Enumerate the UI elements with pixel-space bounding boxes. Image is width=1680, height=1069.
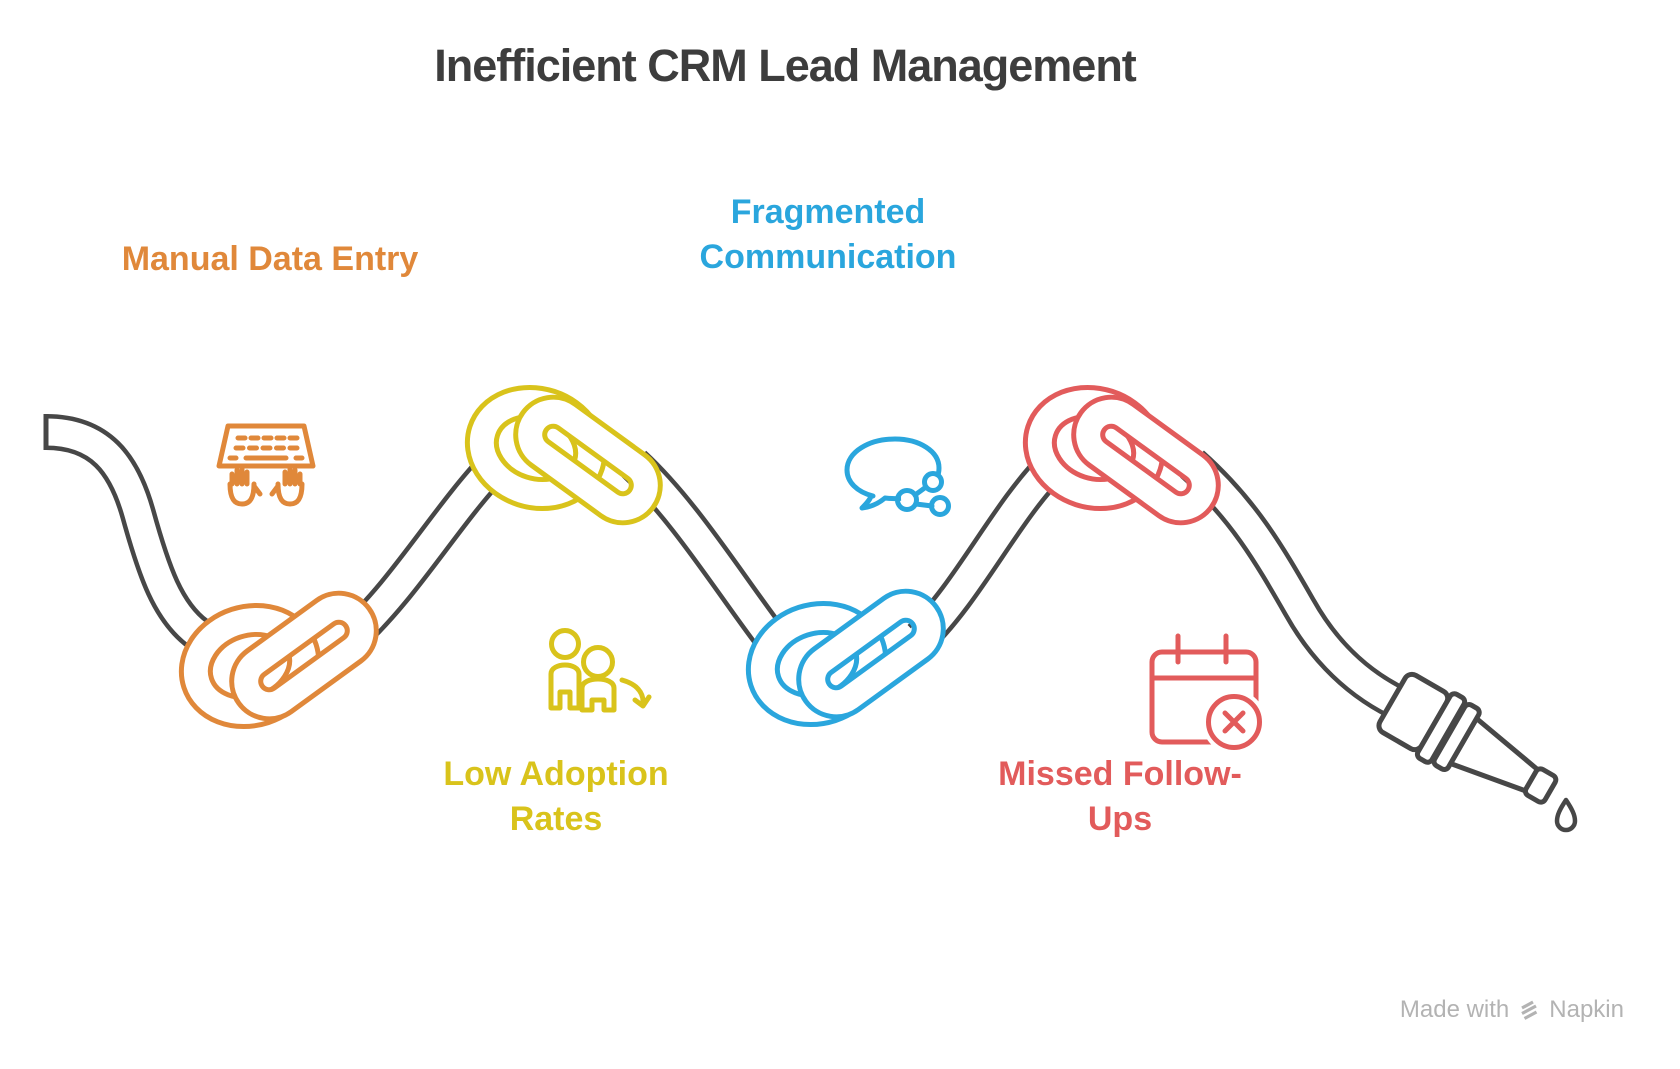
cancel-x [1222,710,1246,734]
napkin-logo-icon [1521,1000,1538,1020]
knot-manual-data-entry [184,599,371,726]
page-title: Inefficient CRM Lead Management [434,40,1137,91]
calendar-cancel-icon [1149,633,1266,754]
right-hand [269,465,305,507]
declining-users-icon [548,628,652,713]
left-hand [227,465,263,507]
knot-missed-follow-ups [1028,388,1213,517]
keyboard-outline [216,423,316,469]
label-fragmented-communication: Fragmented Communication [699,193,957,276]
chat-share-icon [844,436,951,522]
label-missed-follow-ups: Missed Follow- Ups [998,755,1242,838]
knot-low-adoption-rates [470,388,655,517]
keyboard-typing-icon [216,423,316,507]
calendar-tabs [1175,633,1229,665]
nozzle-band [1431,702,1482,772]
share-node [922,471,944,493]
hose-nozzle [1376,671,1559,805]
user-body [548,662,582,711]
water-drop-icon [1554,797,1578,833]
keyboard-keys [227,435,305,461]
watermark: Made with Napkin [1400,996,1624,1024]
watermark-brand: Napkin [1549,996,1624,1023]
down-arrow [619,677,652,709]
share-node [895,488,919,512]
label-manual-data-entry: Manual Data Entry [121,240,419,278]
user-body [579,676,617,713]
share-node [929,495,951,517]
knot-fragmented-communication [751,597,938,724]
hose [46,414,1578,833]
label-low-adoption-rates: Low Adoption Rates [443,755,669,838]
user-head [581,645,615,679]
watermark-prefix: Made with [1399,996,1510,1023]
user-head [549,628,581,660]
nozzle-tip [1522,766,1559,805]
